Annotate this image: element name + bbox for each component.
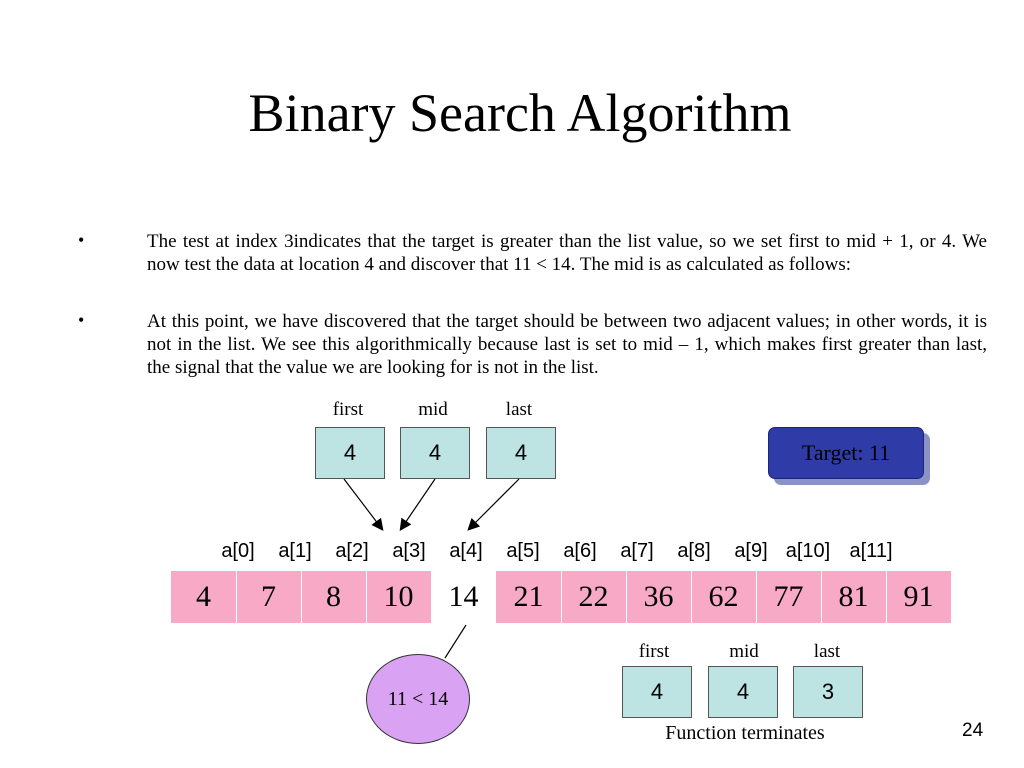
arrow-mid <box>399 478 436 531</box>
bottom-mid-box: 4 <box>708 666 778 718</box>
function-terminates-note: Function terminates <box>665 722 825 744</box>
index-label: a[3] <box>392 540 426 562</box>
top-mid-box: 4 <box>400 427 470 479</box>
top-first-box: 4 <box>315 427 385 479</box>
cell-divider <box>561 571 562 623</box>
array-cell: 22 <box>561 571 626 623</box>
index-label: a[5] <box>506 540 540 562</box>
array-cell: 62 <box>691 571 756 623</box>
array-cell: 91 <box>886 571 951 623</box>
cell-divider <box>626 571 627 623</box>
top-last-box: 4 <box>486 427 556 479</box>
comparison-bubble: 11 < 14 <box>366 654 470 744</box>
index-label: a[9] <box>734 540 768 562</box>
array-cell: 21 <box>496 571 561 623</box>
bullet-text-2: At this point, we have discovered that t… <box>147 311 987 378</box>
cell-divider <box>886 571 887 623</box>
index-label: a[11] <box>849 540 893 562</box>
array-cell: 8 <box>301 571 366 623</box>
index-label: a[0] <box>221 540 255 562</box>
cell-divider <box>366 571 367 623</box>
array-cell-current: 14 <box>431 571 496 623</box>
page-number: 24 <box>962 720 984 741</box>
array-cell: 81 <box>821 571 886 623</box>
arrow-last <box>467 478 520 531</box>
bottom-first-box: 4 <box>622 666 692 718</box>
index-label: a[1] <box>278 540 312 562</box>
index-label: a[2] <box>335 540 369 562</box>
top-mid-label: mid <box>418 399 448 420</box>
bottom-first-label: first <box>638 641 670 662</box>
cell-divider <box>821 571 822 623</box>
target-box: Target: 11 <box>768 427 924 479</box>
bullet-marker-1: • <box>78 230 85 250</box>
cell-divider <box>301 571 302 623</box>
array-cell: 77 <box>756 571 821 623</box>
bubble-pointer <box>444 624 467 659</box>
bottom-mid-label: mid <box>729 641 759 662</box>
array-cell: 4 <box>171 571 236 623</box>
bullet-text-1: The test at index 3indicates that the ta… <box>147 231 987 275</box>
index-label: a[8] <box>677 540 711 562</box>
bullet-marker-2: • <box>78 310 85 330</box>
top-last-label: last <box>505 399 533 420</box>
bottom-last-box: 3 <box>793 666 863 718</box>
cell-divider <box>756 571 757 623</box>
array-cell: 7 <box>236 571 301 623</box>
arrow-first <box>343 478 384 531</box>
array-cell: 10 <box>366 571 431 623</box>
index-label: a[7] <box>620 540 654 562</box>
slide-title: Binary Search Algorithm <box>248 83 792 143</box>
array-cell: 36 <box>626 571 691 623</box>
bottom-last-label: last <box>813 641 841 662</box>
index-label: a[6] <box>563 540 597 562</box>
cell-divider <box>691 571 692 623</box>
top-first-label: first <box>332 399 364 420</box>
index-label: a[10] <box>785 540 831 562</box>
cell-divider <box>236 571 237 623</box>
index-label: a[4] <box>449 540 483 562</box>
